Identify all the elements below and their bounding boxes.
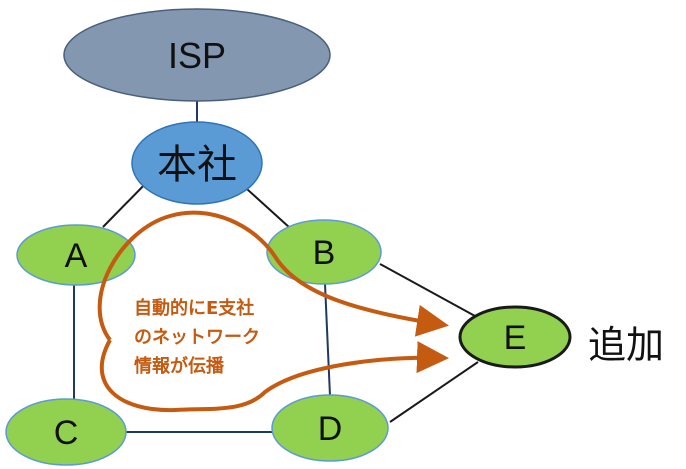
branch-d-node: D — [271, 394, 389, 462]
branch-a-label: A — [65, 237, 88, 275]
branch-c-node: C — [5, 398, 127, 466]
branch-e-node: E — [458, 305, 572, 369]
added-label: 追加 — [588, 323, 664, 367]
isp-node: ISP — [63, 8, 331, 102]
propagation-note-line3: 情報が伝播 — [134, 355, 225, 377]
propagation-note-line1: 自動的にE支社 — [134, 297, 254, 319]
branch-a-node: A — [16, 224, 136, 286]
link-b-d — [324, 283, 331, 397]
hq-node: 本社 — [131, 121, 263, 205]
link-d-e — [389, 361, 479, 423]
branch-e-label: E — [504, 319, 527, 357]
propagation-arrow-lower — [99, 339, 449, 413]
branch-c-label: C — [54, 414, 79, 452]
isp-label: ISP — [168, 35, 226, 76]
branch-b-node: B — [266, 219, 382, 285]
link-b-e — [379, 263, 476, 317]
branch-b-label: B — [313, 234, 336, 272]
branch-d-label: D — [318, 410, 343, 448]
propagation-note-line2: のネットワーク — [134, 327, 260, 348]
propagation-arrow-upper — [97, 210, 449, 342]
hq-label: 本社 — [157, 142, 237, 188]
